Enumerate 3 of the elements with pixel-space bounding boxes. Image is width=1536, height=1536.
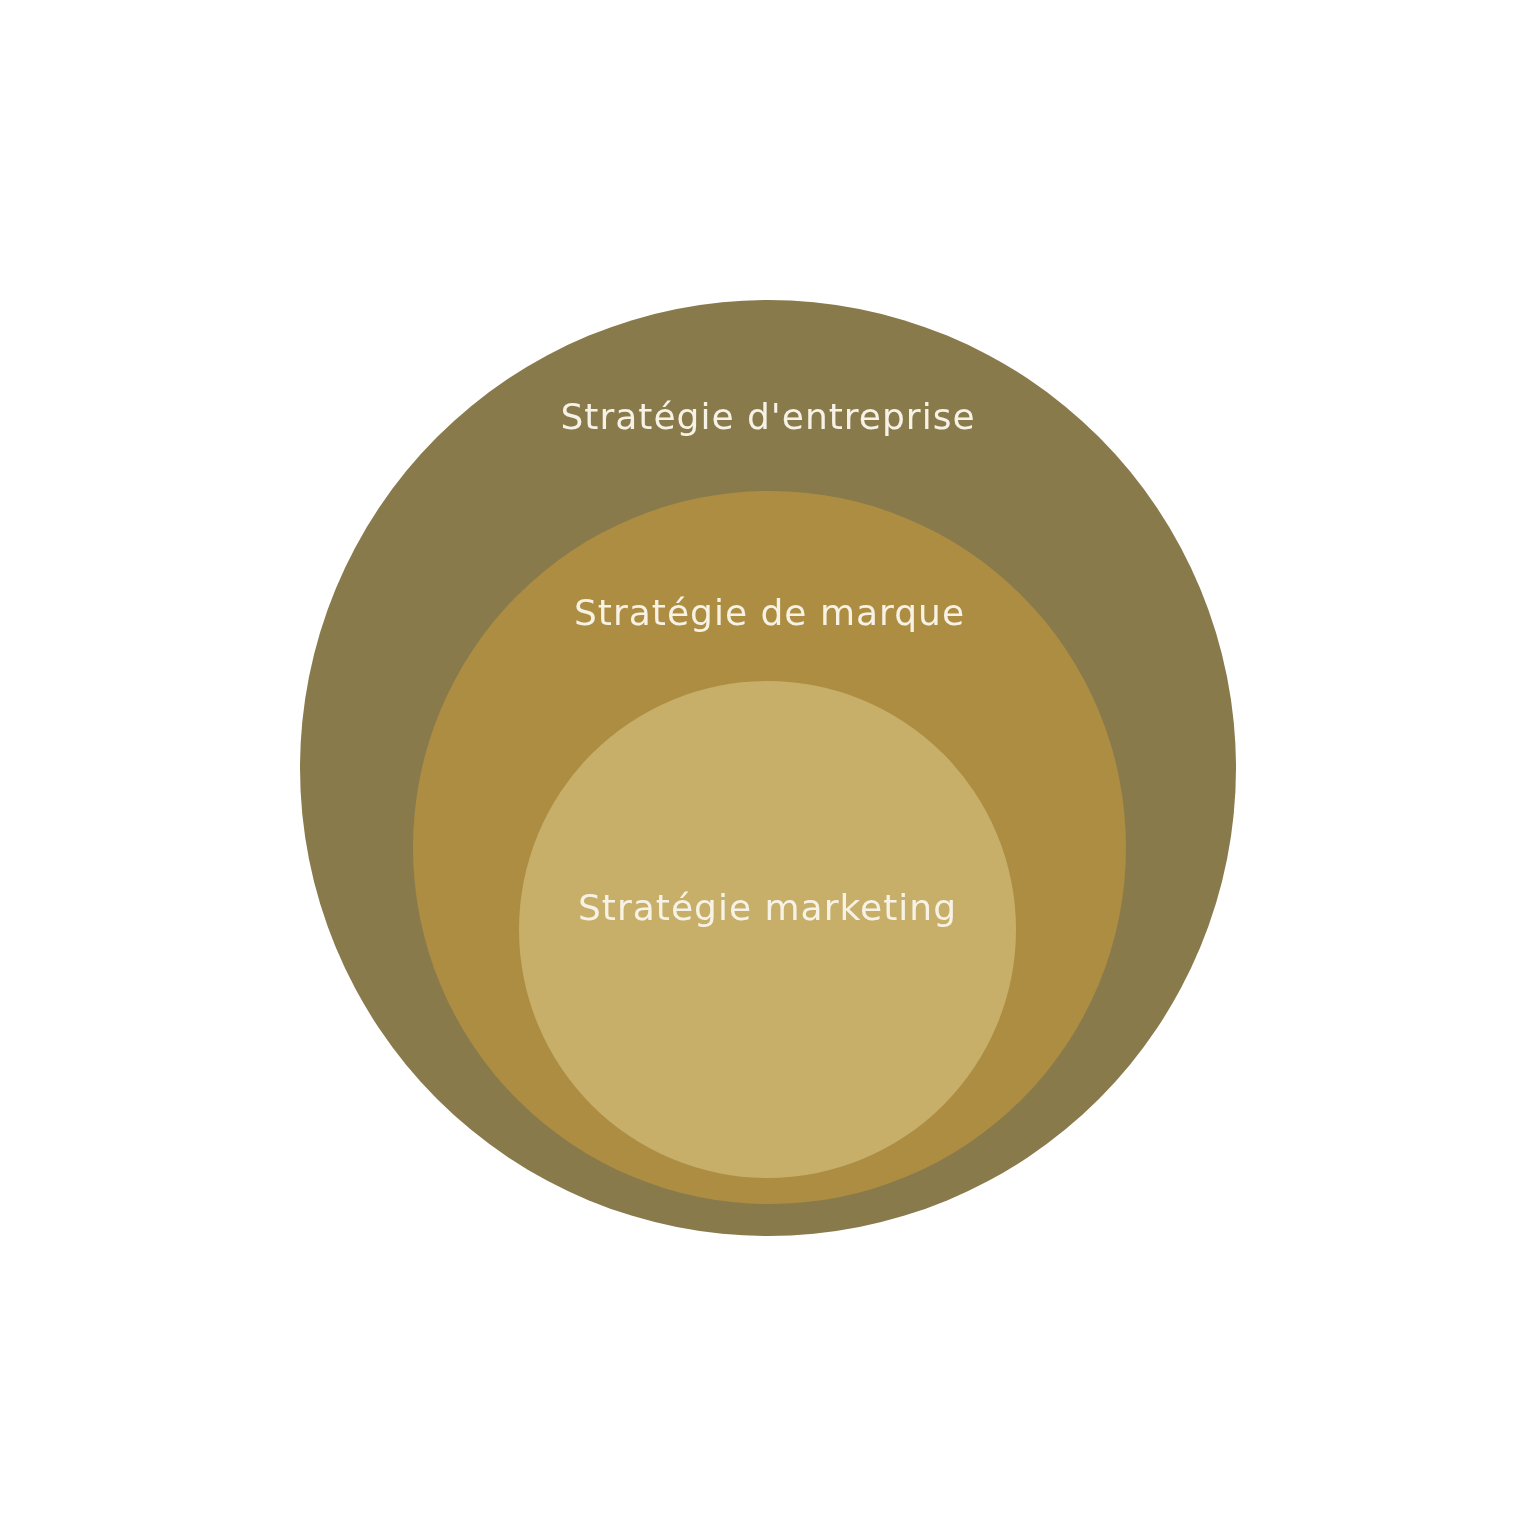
circle-label: Stratégie marketing [577,886,958,930]
circle-label: Stratégie d'entreprise [559,395,977,439]
circle-label: Stratégie de marque [572,591,967,635]
